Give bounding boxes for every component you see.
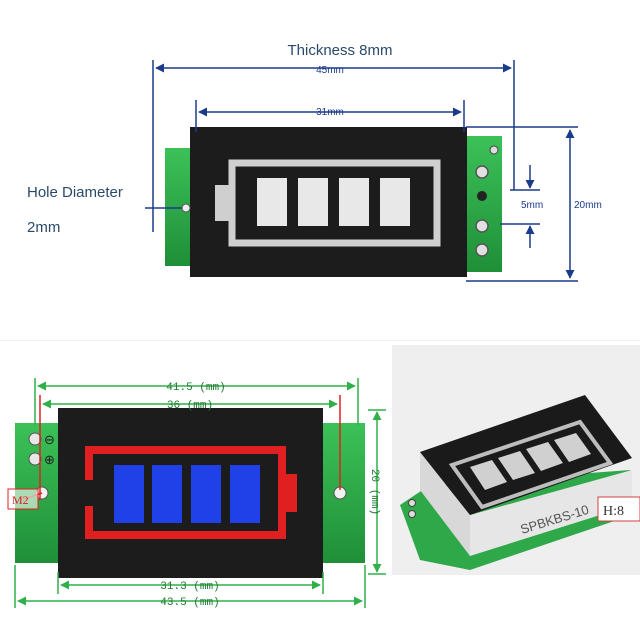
dim-45-label: 45mm <box>316 65 344 76</box>
top-cell-4 <box>380 178 410 226</box>
bottom-left-diagram: ⊖ ⊕ 41.5 (mm) 36 (mm) 20 (mm) 31.3 (mm) … <box>7 378 386 609</box>
dim-43-5-label: 43.5 (mm) <box>160 597 219 609</box>
br-pad-1 <box>408 499 416 507</box>
bl-cell-3 <box>191 465 221 523</box>
bottom-right-photo: SPBKBS-10 H:8 <box>392 345 640 575</box>
dim-41-5-label: 41.5 (mm) <box>166 382 225 394</box>
top-cell-1 <box>257 178 287 226</box>
dim-20-bl-label: 20 (mm) <box>368 469 380 515</box>
hole-label-2: 2mm <box>27 219 60 236</box>
thickness-label: Thickness 8mm <box>287 42 392 59</box>
bl-cell-2 <box>152 465 182 523</box>
top-battery-terminal <box>215 185 231 221</box>
dim-31-label: 31mm <box>316 107 344 118</box>
top-mount-hole <box>181 203 191 213</box>
top-pad-2 <box>477 191 487 201</box>
m2-box <box>7 488 39 510</box>
dim-5-label: 5mm <box>521 200 543 211</box>
bl-minus-symbol: ⊖ <box>44 432 55 447</box>
top-pad-4 <box>475 243 489 257</box>
br-cell-4 <box>554 433 591 462</box>
top-pad-1 <box>475 165 489 179</box>
top-module-body <box>190 127 467 277</box>
br-cell-3 <box>526 442 563 471</box>
br-h-box <box>597 496 640 522</box>
bl-battery-gap <box>84 480 96 506</box>
m2-label: M2 <box>12 493 29 507</box>
bl-battery-terminal <box>283 474 297 512</box>
top-cell-2 <box>298 178 328 226</box>
section-divider <box>0 340 640 341</box>
bl-pad-minus <box>28 432 42 446</box>
dim-20-label: 20mm <box>574 200 602 211</box>
br-h-label: H:8 <box>603 504 624 519</box>
bl-plus-symbol: ⊕ <box>44 452 55 467</box>
br-module-top <box>420 395 632 515</box>
top-battery-outline <box>228 159 441 247</box>
bl-cell-4 <box>230 465 260 523</box>
br-pad-2 <box>408 510 416 518</box>
bl-pad-plus <box>28 452 42 466</box>
br-cell-1 <box>470 460 507 490</box>
br-battery-outline <box>448 419 614 510</box>
top-cell-3 <box>339 178 369 226</box>
br-cell-2 <box>498 451 535 480</box>
br-module-front-side <box>470 470 632 556</box>
top-pad-small <box>489 145 499 155</box>
hole-label-1: Hole Diameter <box>27 184 123 201</box>
top-diagram: 45mm Thickness 8mm 31mm 20mm 5mm Hole Di… <box>27 42 602 282</box>
top-pad-3 <box>475 219 489 233</box>
dim-31-3-label: 31.3 (mm) <box>160 581 219 593</box>
bl-cell-1 <box>114 465 144 523</box>
br-module-side <box>420 452 470 556</box>
dim-36-label: 36 (mm) <box>167 400 213 412</box>
